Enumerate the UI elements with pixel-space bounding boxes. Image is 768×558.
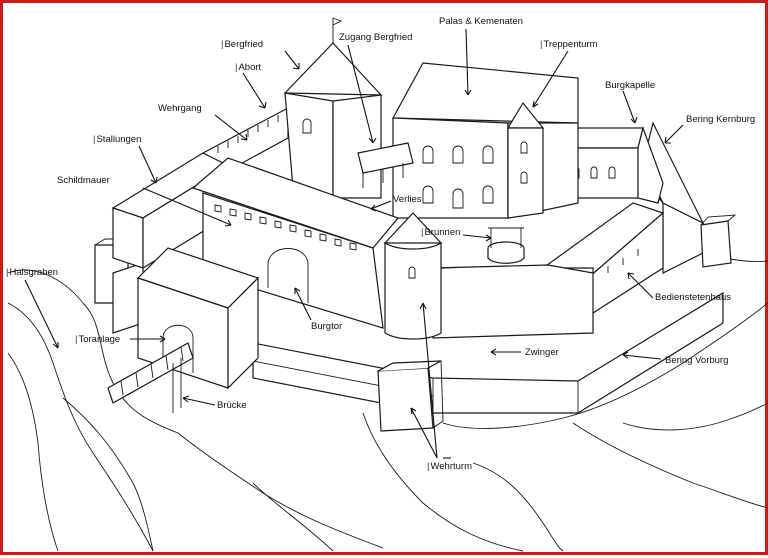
inner-wall-front [432, 264, 594, 339]
terrain [7, 252, 768, 552]
keep-access [357, 142, 414, 188]
label-bedienstetenhaus: Bedienstetenhaus [655, 292, 732, 303]
right-tower [700, 214, 737, 268]
label-bering-vorburg: Bering Vorburg [665, 355, 729, 366]
front-tower [377, 360, 444, 432]
wall-walk [201, 107, 289, 169]
label-wehrturm: Wehrturm [427, 461, 472, 472]
pointer-arrows [24, 28, 684, 459]
label-verlies: Verlies [393, 194, 422, 205]
stair-tower [506, 101, 545, 219]
label-treppenturm: Treppenturm [540, 39, 597, 50]
label-stallungen: Stallungen [93, 134, 141, 145]
label-zwinger: Zwinger [525, 347, 559, 358]
label-burgtor: Burgtor [311, 321, 343, 332]
label-bering-kernburg: Bering Kernburg [686, 114, 756, 125]
label-bruecke: Brücke [217, 400, 247, 411]
label-zugang-bergfried: Zugang Bergfried [339, 32, 413, 43]
label-palas: Palas & Kemenaten [439, 16, 523, 27]
label-abort: Abort [235, 62, 261, 73]
label-toranlage: Toranlage [75, 334, 120, 345]
shield-wall [191, 157, 400, 329]
label-brunnen: Brunnen [421, 227, 460, 238]
bridge [107, 342, 194, 413]
gatehouse [136, 247, 260, 390]
label-bergfried: Bergfried [221, 39, 263, 50]
well [487, 227, 525, 264]
label-halsgraben: Halsgraben [6, 267, 58, 278]
label-burgkapelle: Burgkapelle [605, 80, 656, 91]
label-wehrgang: Wehrgang [158, 103, 202, 114]
label-schildmauer: Schildmauer [57, 175, 110, 186]
